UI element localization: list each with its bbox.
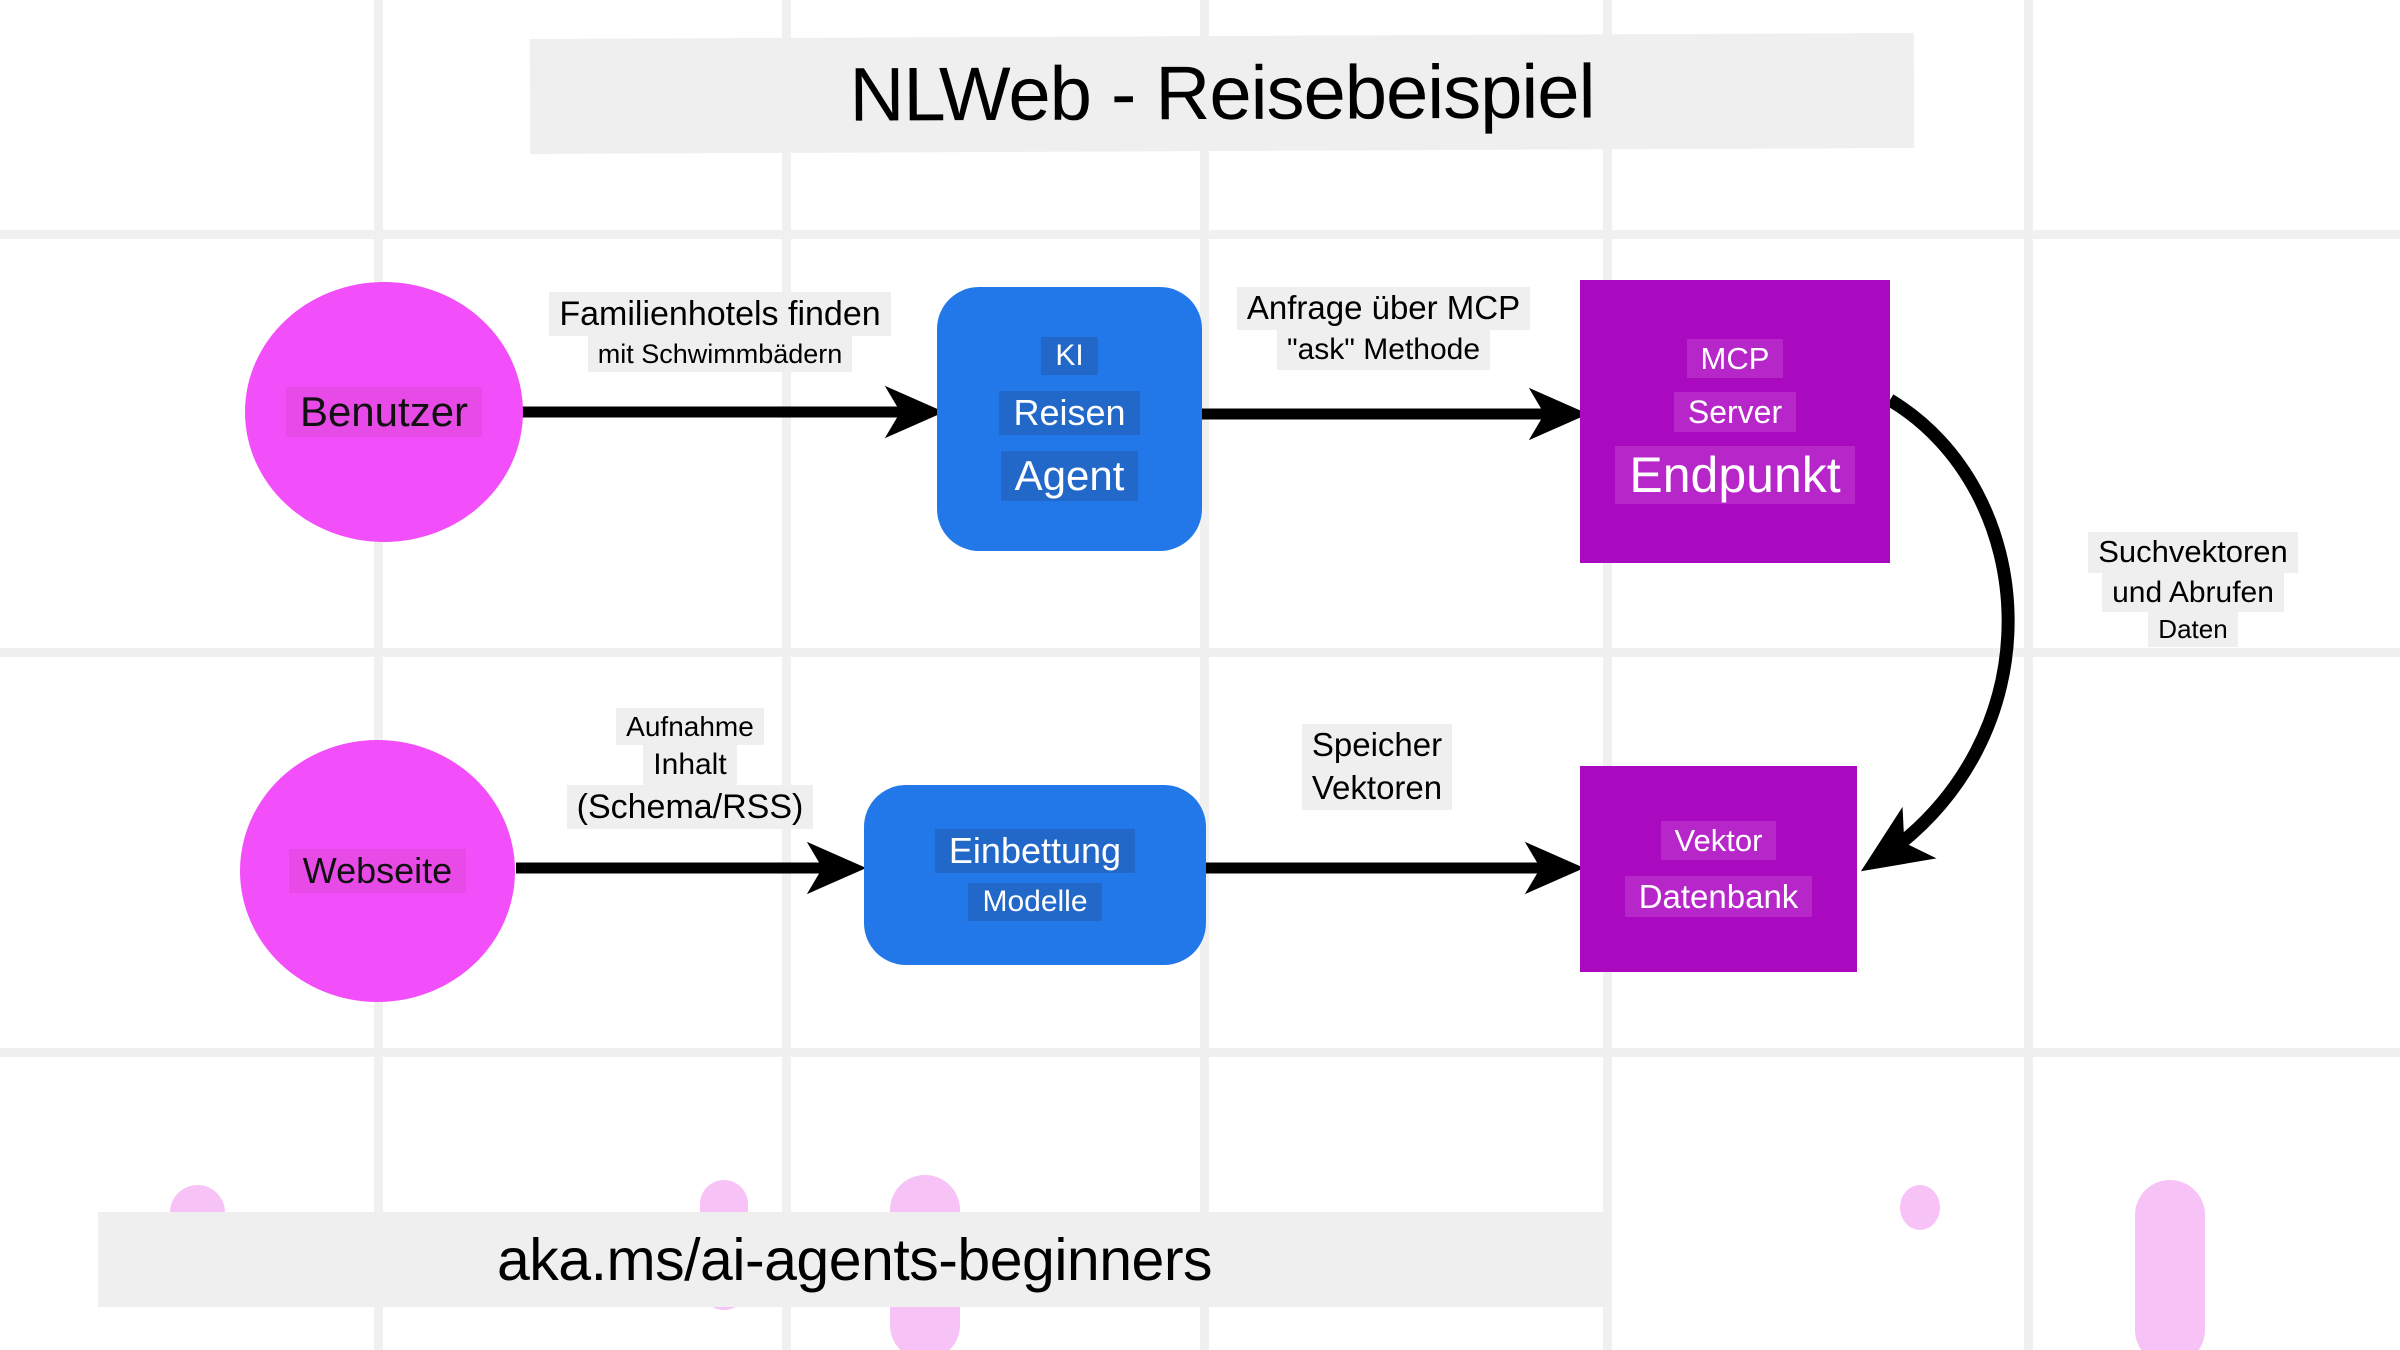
edge-label-user-to-agent: Familienhotels finden mit Schwimmbädern — [524, 292, 916, 373]
node-agent-line-3: Agent — [1000, 451, 1139, 501]
node-user[interactable]: Benutzer — [245, 282, 523, 542]
edge-label-line: Suchvektoren — [2088, 532, 2298, 573]
edge-label-agent-to-mcp: Anfrage über MCP "ask" Methode — [1231, 287, 1536, 370]
edge-label-website-to-embedding: Aufnahme Inhalt (Schema/RSS) — [559, 708, 821, 830]
grid-line-vertical — [2024, 0, 2033, 1350]
decorative-shape — [2135, 1180, 2205, 1350]
edge-label-line: "ask" Methode — [1276, 329, 1491, 370]
decorative-shape — [1900, 1185, 1940, 1230]
node-website[interactable]: Webseite — [240, 740, 515, 1002]
edge-label-line: Speicher — [1301, 724, 1453, 767]
edge-label-mcp-to-vectordb: Suchvektoren und Abrufen Daten — [2037, 532, 2349, 648]
grid-line-horizontal — [0, 230, 2400, 239]
node-embedding-models[interactable]: Einbettung Modelle — [864, 785, 1206, 965]
page-title: NLWeb - Reisebeispiel — [529, 32, 1915, 155]
node-mcp-server-endpoint[interactable]: MCP Server Endpunkt — [1580, 280, 1890, 563]
edge-label-line: mit Schwimmbädern — [587, 336, 853, 373]
node-mcp-line-3: Endpunkt — [1615, 446, 1855, 504]
node-vectordb-line-2: Datenbank — [1624, 876, 1813, 917]
edge-label-line: Anfrage über MCP — [1236, 287, 1531, 330]
edge-label-line: und Abrufen — [2102, 572, 2284, 613]
grid-line-vertical — [374, 0, 383, 1350]
node-mcp-line-2: Server — [1673, 392, 1797, 432]
grid-line-vertical — [1603, 0, 1612, 1350]
grid-line-vertical — [782, 0, 791, 1350]
edge-label-line: Familienhotels finden — [549, 292, 891, 337]
node-vector-database[interactable]: Vektor Datenbank — [1580, 766, 1857, 972]
node-embedding-line-1: Einbettung — [934, 829, 1136, 873]
edge-label-line: Vektoren — [1301, 766, 1453, 810]
node-user-label: Benutzer — [285, 387, 483, 437]
node-embedding-line-2: Modelle — [968, 883, 1102, 921]
node-agent-line-1: KI — [1041, 337, 1098, 375]
edge-label-embedding-to-vectordb: Speicher Vektoren — [1272, 724, 1482, 810]
grid-line-vertical — [1200, 0, 1209, 1350]
node-vectordb-line-1: Vektor — [1660, 821, 1777, 860]
edge-label-line: Daten — [2148, 612, 2238, 648]
node-agent-line-2: Reisen — [999, 391, 1140, 435]
node-website-label: Webseite — [288, 849, 467, 893]
grid-line-horizontal — [0, 648, 2400, 657]
grid-line-horizontal — [0, 1048, 2400, 1057]
node-mcp-line-1: MCP — [1686, 339, 1784, 378]
node-ai-travel-agent[interactable]: KI Reisen Agent — [937, 287, 1202, 551]
edge-label-line: (Schema/RSS) — [566, 784, 814, 830]
edge-label-line: Inhalt — [643, 745, 737, 785]
edge-label-line: Aufnahme — [616, 708, 764, 746]
arrow-mcp-to-vectordb — [1860, 394, 2015, 872]
footer-link[interactable]: aka.ms/ai-agents-beginners — [98, 1212, 1611, 1307]
